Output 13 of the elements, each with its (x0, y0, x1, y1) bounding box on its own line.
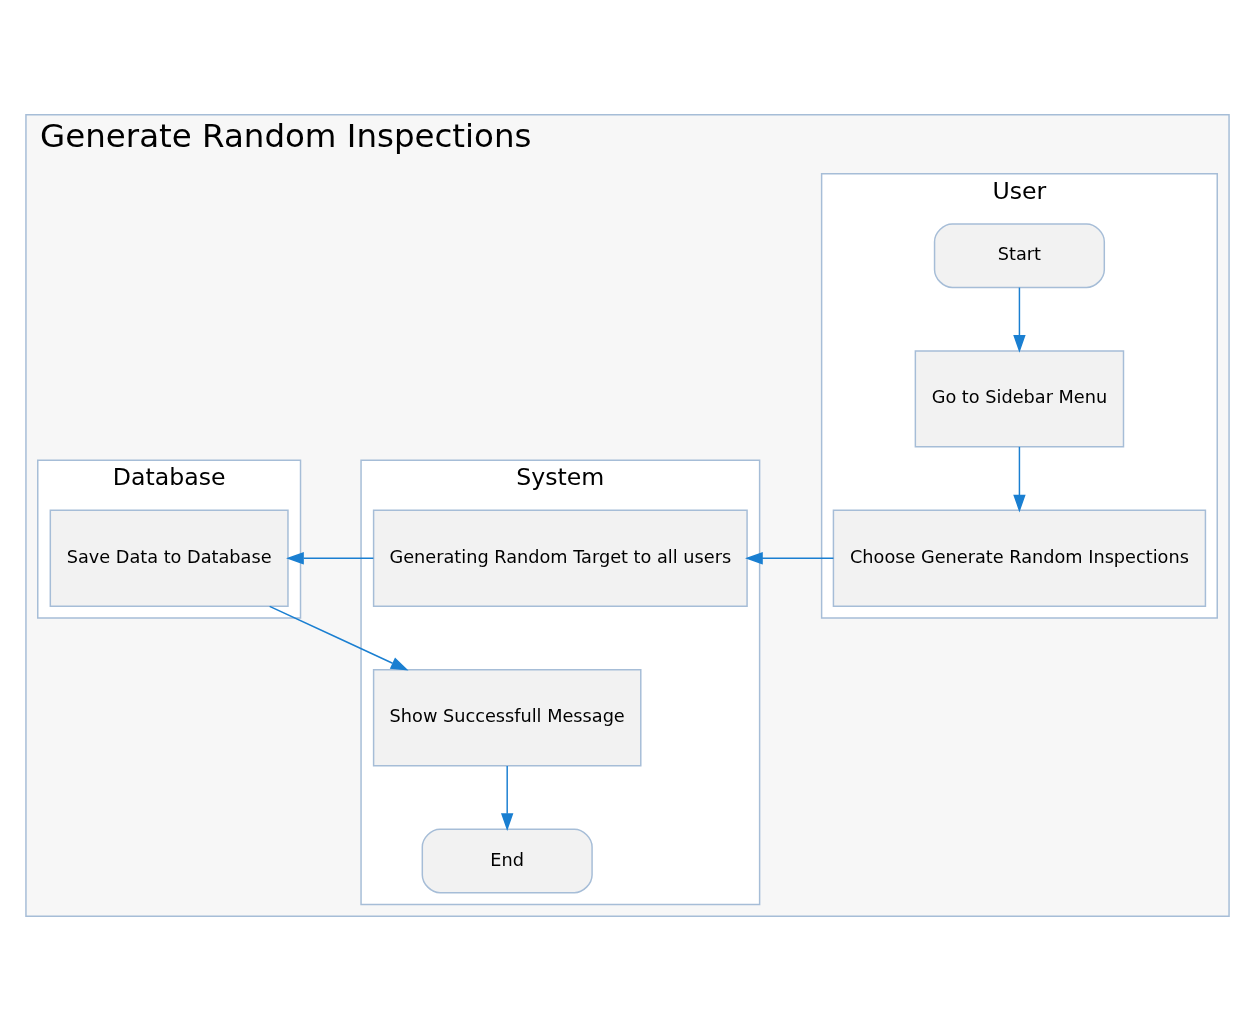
arrow (500, 765, 514, 832)
arrow (745, 552, 835, 565)
node-box: End (421, 828, 593, 894)
node-box: Show Successfull Message (372, 669, 642, 767)
node-box: Go to Sidebar Menu (914, 350, 1125, 448)
node-box: Save Data to Database (49, 509, 289, 608)
arrow (268, 605, 409, 671)
arrow (1013, 446, 1026, 513)
arrow (286, 552, 375, 565)
node-box: Start (933, 223, 1106, 289)
node-box: Choose Generate Random Inspections (832, 509, 1207, 608)
arrow (1013, 286, 1026, 353)
node-box: Generating Random Target to all users (372, 509, 748, 608)
